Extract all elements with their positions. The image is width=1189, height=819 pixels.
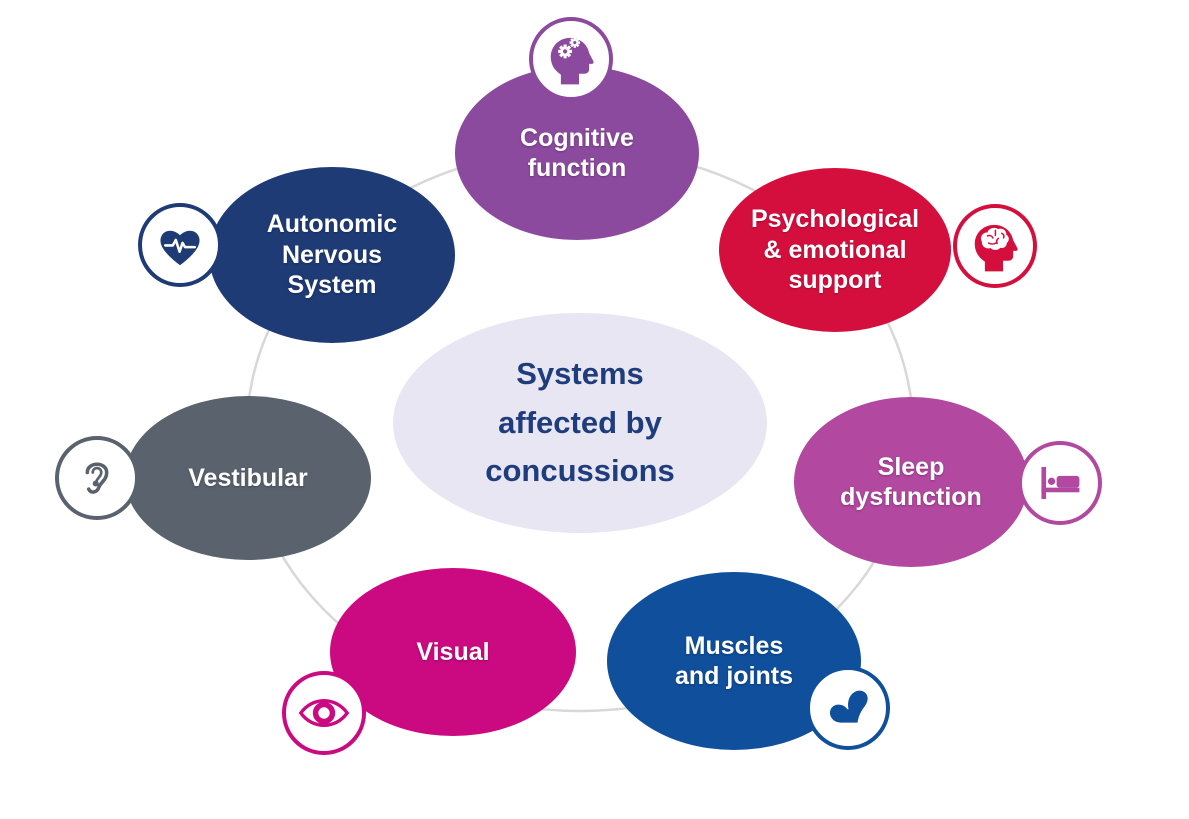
node-label: Vestibular	[188, 463, 308, 492]
node-label: Psychological & emotional support	[750, 205, 920, 295]
bicep-icon	[806, 666, 890, 750]
head-brain-icon	[953, 204, 1037, 288]
bed-icon	[1018, 441, 1102, 525]
head-gears-icon	[529, 17, 613, 101]
heart-pulse-icon	[138, 203, 222, 287]
node-label: Sleep dysfunction	[840, 452, 982, 512]
node-label: Visual	[416, 637, 490, 666]
node-visual: Visual	[330, 568, 576, 736]
node-autonomic-nervous-system: Autonomic Nervous System	[209, 167, 455, 343]
node-label: Muscles and joints	[674, 631, 794, 691]
center-ellipse: Systems affected by concussions	[393, 313, 767, 533]
node-psychological-emotional-support: Psychological & emotional support	[719, 168, 951, 332]
node-label: Cognitive function	[520, 123, 634, 183]
eye-icon	[282, 671, 366, 755]
node-label: Autonomic Nervous System	[266, 210, 398, 300]
ear-icon	[55, 436, 139, 520]
diagram-title: Systems affected by concussions	[485, 355, 675, 489]
node-sleep-dysfunction: Sleep dysfunction	[794, 397, 1028, 567]
node-vestibular: Vestibular	[125, 396, 371, 560]
